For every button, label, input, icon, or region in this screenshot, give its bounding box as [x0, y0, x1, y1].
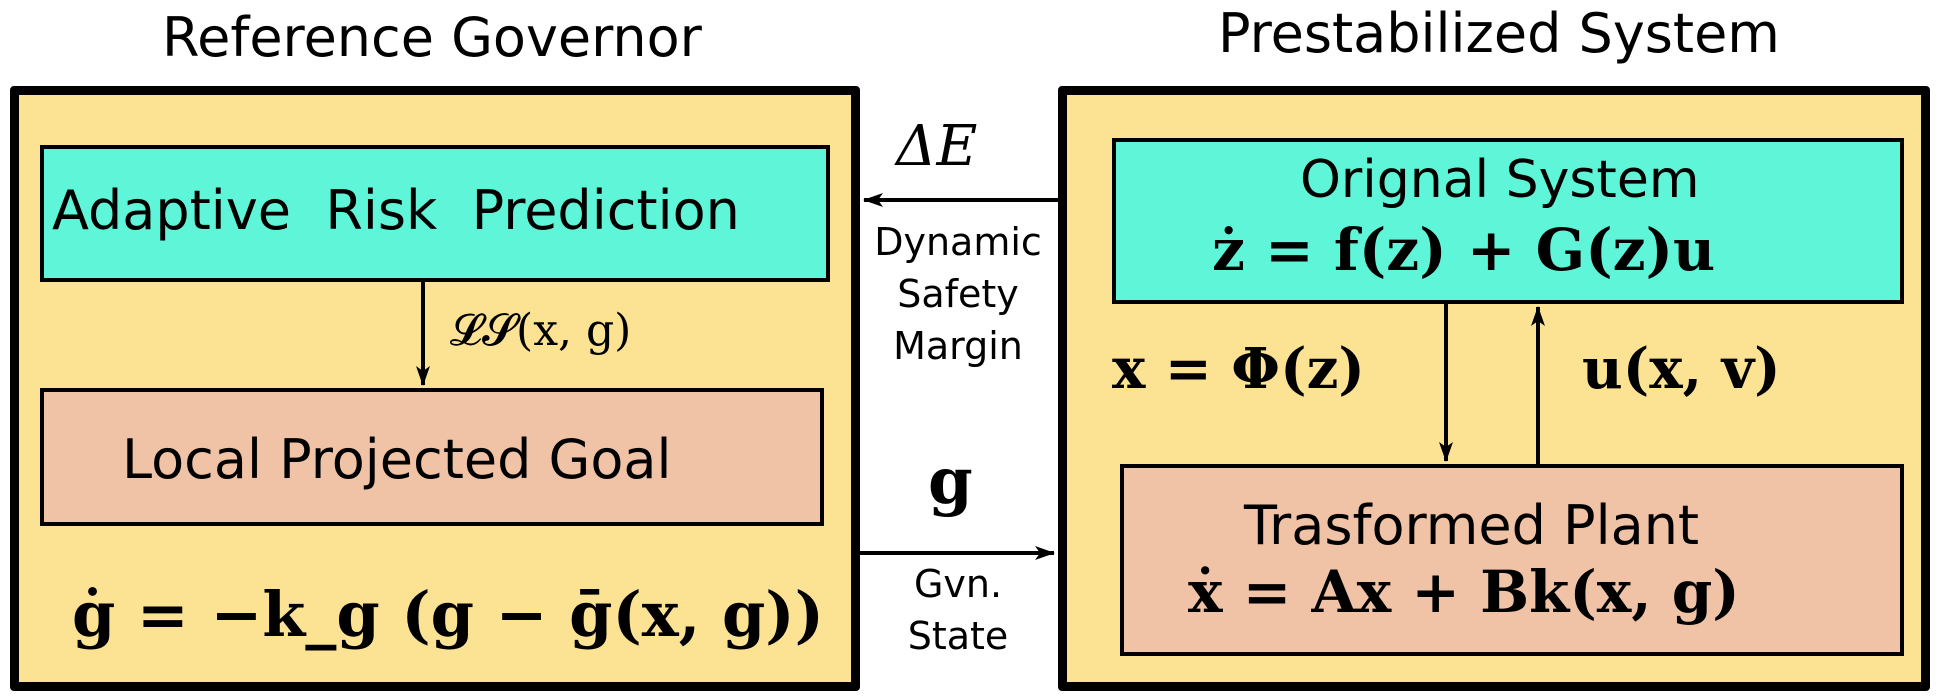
transformed-plant-equation: ẋ = Ax + Bk(x, g): [1188, 558, 1740, 626]
original-system-equation: ż = f(z) + G(z)u: [1212, 216, 1716, 284]
governor-state-label: Gvn. State: [858, 558, 1058, 662]
control-law-label: u(x, v): [1582, 336, 1781, 402]
margin-line-3: Margin: [893, 324, 1023, 368]
transformed-plant-box: Trasformed Plant ẋ = Ax + Bk(x, g): [1120, 464, 1904, 656]
adaptive-risk-prediction-box: Adaptive Risk Prediction: [40, 145, 830, 282]
transform-label: x = Φ(z): [1112, 336, 1365, 402]
reference-governor-title: Reference Governor: [162, 6, 702, 69]
original-system-title: Orignal System: [1300, 150, 1700, 210]
lipschitz-safety-label: 𝓛𝓢(x, g): [450, 305, 632, 356]
transformed-plant-title: Trasformed Plant: [1244, 494, 1700, 557]
state-line-2: State: [907, 614, 1009, 658]
adaptive-risk-prediction-label: Adaptive Risk Prediction: [52, 179, 740, 242]
prestabilized-system-title: Prestabilized System: [1218, 2, 1780, 65]
margin-line-2: Safety: [897, 272, 1019, 316]
state-line-1: Gvn.: [913, 562, 1003, 606]
delta-e-label: ΔE: [896, 114, 978, 179]
dynamic-safety-margin-label: Dynamic Safety Margin: [858, 216, 1058, 372]
original-system-box: Orignal System ż = f(z) + G(z)u: [1112, 138, 1904, 304]
governor-equation: ġ = −k_g (g − ḡ(x, g)): [72, 578, 824, 651]
margin-line-1: Dynamic: [874, 220, 1042, 264]
local-projected-goal-box: Local Projected Goal: [40, 388, 824, 526]
g-label: g: [928, 444, 973, 519]
local-projected-goal-label: Local Projected Goal: [122, 428, 672, 491]
